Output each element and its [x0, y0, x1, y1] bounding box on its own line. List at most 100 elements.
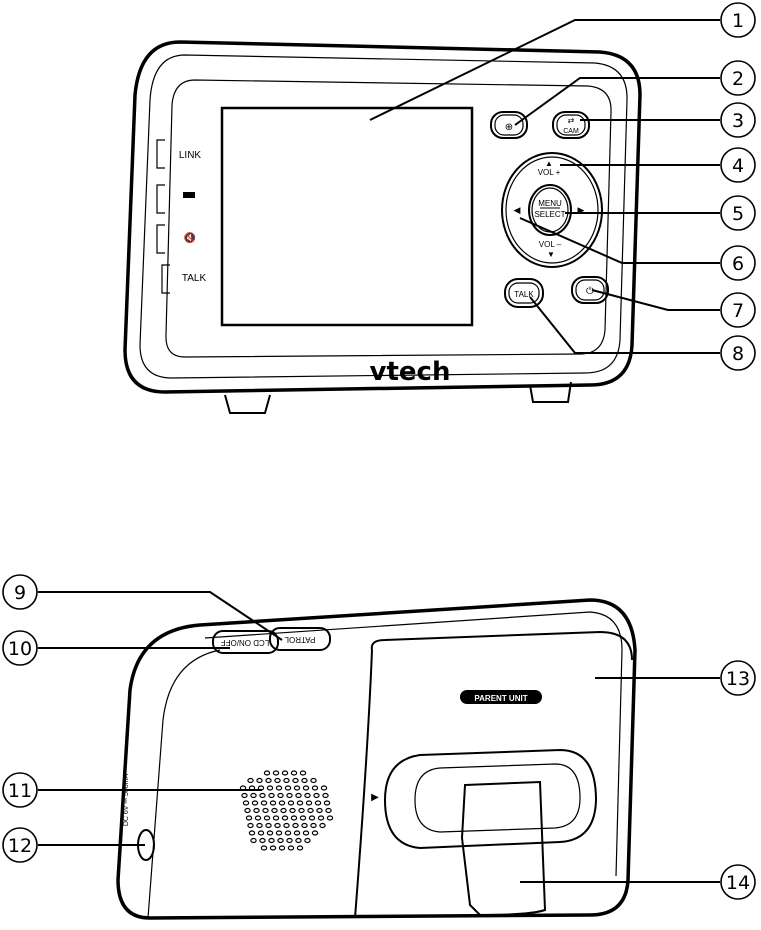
speaker-hole	[271, 807, 278, 814]
callout-7: 7	[720, 292, 756, 328]
cam-label: CAM	[563, 128, 579, 135]
left-arrow-icon[interactable]: ◀	[514, 205, 521, 215]
vtech-logo: vtech	[370, 357, 451, 387]
vol-up-label: VOL +	[538, 168, 561, 177]
speaker-hole	[302, 830, 310, 836]
zoom-button[interactable]: ⊕	[490, 111, 528, 139]
stand[interactable]	[460, 780, 547, 917]
callout-circle	[720, 245, 756, 281]
back-view: PATROL LCD ON/OFF PARENT UNIT DC 6V ⎓ 50…	[116, 598, 637, 920]
speaker-hole	[299, 815, 307, 821]
power-button[interactable]: ⏻	[571, 276, 609, 304]
speaker-hole	[299, 770, 307, 776]
talk-side-label: TALK	[182, 273, 207, 284]
speaker-hole	[307, 807, 314, 814]
callout-number: 14	[726, 872, 750, 894]
speaker-hole	[256, 777, 263, 784]
speaker-hole	[274, 777, 281, 784]
callout-8: 8	[720, 335, 756, 371]
talk-button-label: TALK	[514, 290, 534, 299]
battery-icon	[183, 192, 195, 198]
callout-6: 6	[720, 245, 756, 281]
lcd-label: LCD ON/OFF	[221, 638, 270, 647]
speaker-hole	[313, 792, 320, 799]
speaker-hole	[287, 845, 295, 851]
patrol-label: PATROL	[284, 635, 315, 644]
link-label: LINK	[179, 150, 202, 161]
callout-number: 2	[732, 68, 744, 90]
callout-number: 8	[732, 343, 744, 365]
speaker-hole	[251, 800, 259, 806]
callout-1: 1	[720, 2, 756, 38]
callout-circle	[720, 335, 756, 371]
speaker-hole	[259, 792, 266, 799]
callout-number: 5	[732, 203, 744, 225]
callout-4: 4	[720, 147, 756, 183]
speaker-hole	[281, 815, 289, 821]
speaker-hole	[260, 845, 268, 851]
patrol-button[interactable]: PATROL	[269, 627, 331, 651]
speaker-hole	[254, 815, 262, 821]
callout-11: 11	[2, 772, 38, 808]
speaker-hole	[275, 830, 283, 836]
right-arrow-icon[interactable]: ▶	[578, 205, 585, 215]
speaker-hole	[295, 837, 302, 844]
dc-label: DC 6V ⎓ 500mA	[123, 774, 130, 827]
callout-5: 5	[720, 195, 756, 231]
callout-circle	[720, 147, 756, 183]
speaker-hole	[320, 785, 328, 791]
speaker-hole	[287, 800, 295, 806]
parent-unit-badge: PARENT UNIT	[460, 690, 542, 704]
callout-circle	[720, 102, 756, 138]
callout-number: 10	[8, 638, 32, 660]
callout-3: 3	[720, 102, 756, 138]
speaker-hole	[295, 792, 302, 799]
speaker-hole	[281, 770, 289, 776]
speaker-hole	[275, 785, 283, 791]
zoom-icon: ⊕	[505, 122, 513, 133]
speaker-hole	[269, 800, 277, 806]
speaker-hole	[304, 837, 311, 844]
speaker-hole	[262, 807, 269, 814]
callout-circle	[2, 772, 38, 808]
callout-circle	[720, 60, 756, 96]
screen	[220, 106, 474, 327]
cam-button[interactable]: ⇄ CAM	[552, 111, 590, 139]
menu-select-button[interactable]: MENU SELECT	[528, 184, 572, 236]
callout-circle	[720, 195, 756, 231]
speaker-hole	[277, 837, 284, 844]
speaker-hole	[268, 792, 275, 799]
speaker-hole	[319, 822, 326, 829]
callout-9: 9	[2, 574, 38, 610]
speaker-hole	[293, 830, 301, 836]
speaker-hole	[277, 792, 284, 799]
callout-2: 2	[720, 60, 756, 96]
speaker-hole	[326, 815, 334, 821]
front-view: LINK 🔇 TALK ⊕ ⇄ CAM ▲ VOL + VOL – ▼ ◀ ▶	[123, 40, 642, 414]
talk-button[interactable]: TALK	[504, 278, 544, 308]
callout-circle	[2, 827, 38, 863]
speaker-hole	[247, 822, 254, 829]
leader-lines	[38, 19, 720, 883]
up-arrow-icon[interactable]: ▲	[545, 159, 553, 168]
speaker-hole	[274, 822, 281, 829]
speaker-hole	[265, 822, 272, 829]
lcd-on-off-button[interactable]: LCD ON/OFF	[212, 630, 279, 654]
speaker-hole	[263, 815, 271, 821]
down-arrow-icon[interactable]: ▼	[547, 250, 555, 259]
callout-number: 7	[732, 300, 744, 322]
navigation-pad[interactable]: ▲ VOL + VOL – ▼ ◀ ▶ MENU SELECT	[501, 152, 603, 268]
speaker-hole	[310, 822, 317, 829]
callout-number: 6	[732, 253, 744, 275]
speaker-hole	[296, 800, 304, 806]
speaker-hole	[296, 845, 304, 851]
callout-circle	[2, 574, 38, 610]
speaker-hole	[317, 815, 325, 821]
speaker-hole	[301, 822, 308, 829]
speaker-hole	[242, 800, 250, 806]
speaker-hole	[265, 777, 272, 784]
speaker-hole	[310, 777, 317, 784]
speaker-hole	[290, 770, 298, 776]
speaker-hole	[286, 837, 293, 844]
speaker-hole	[323, 800, 331, 806]
